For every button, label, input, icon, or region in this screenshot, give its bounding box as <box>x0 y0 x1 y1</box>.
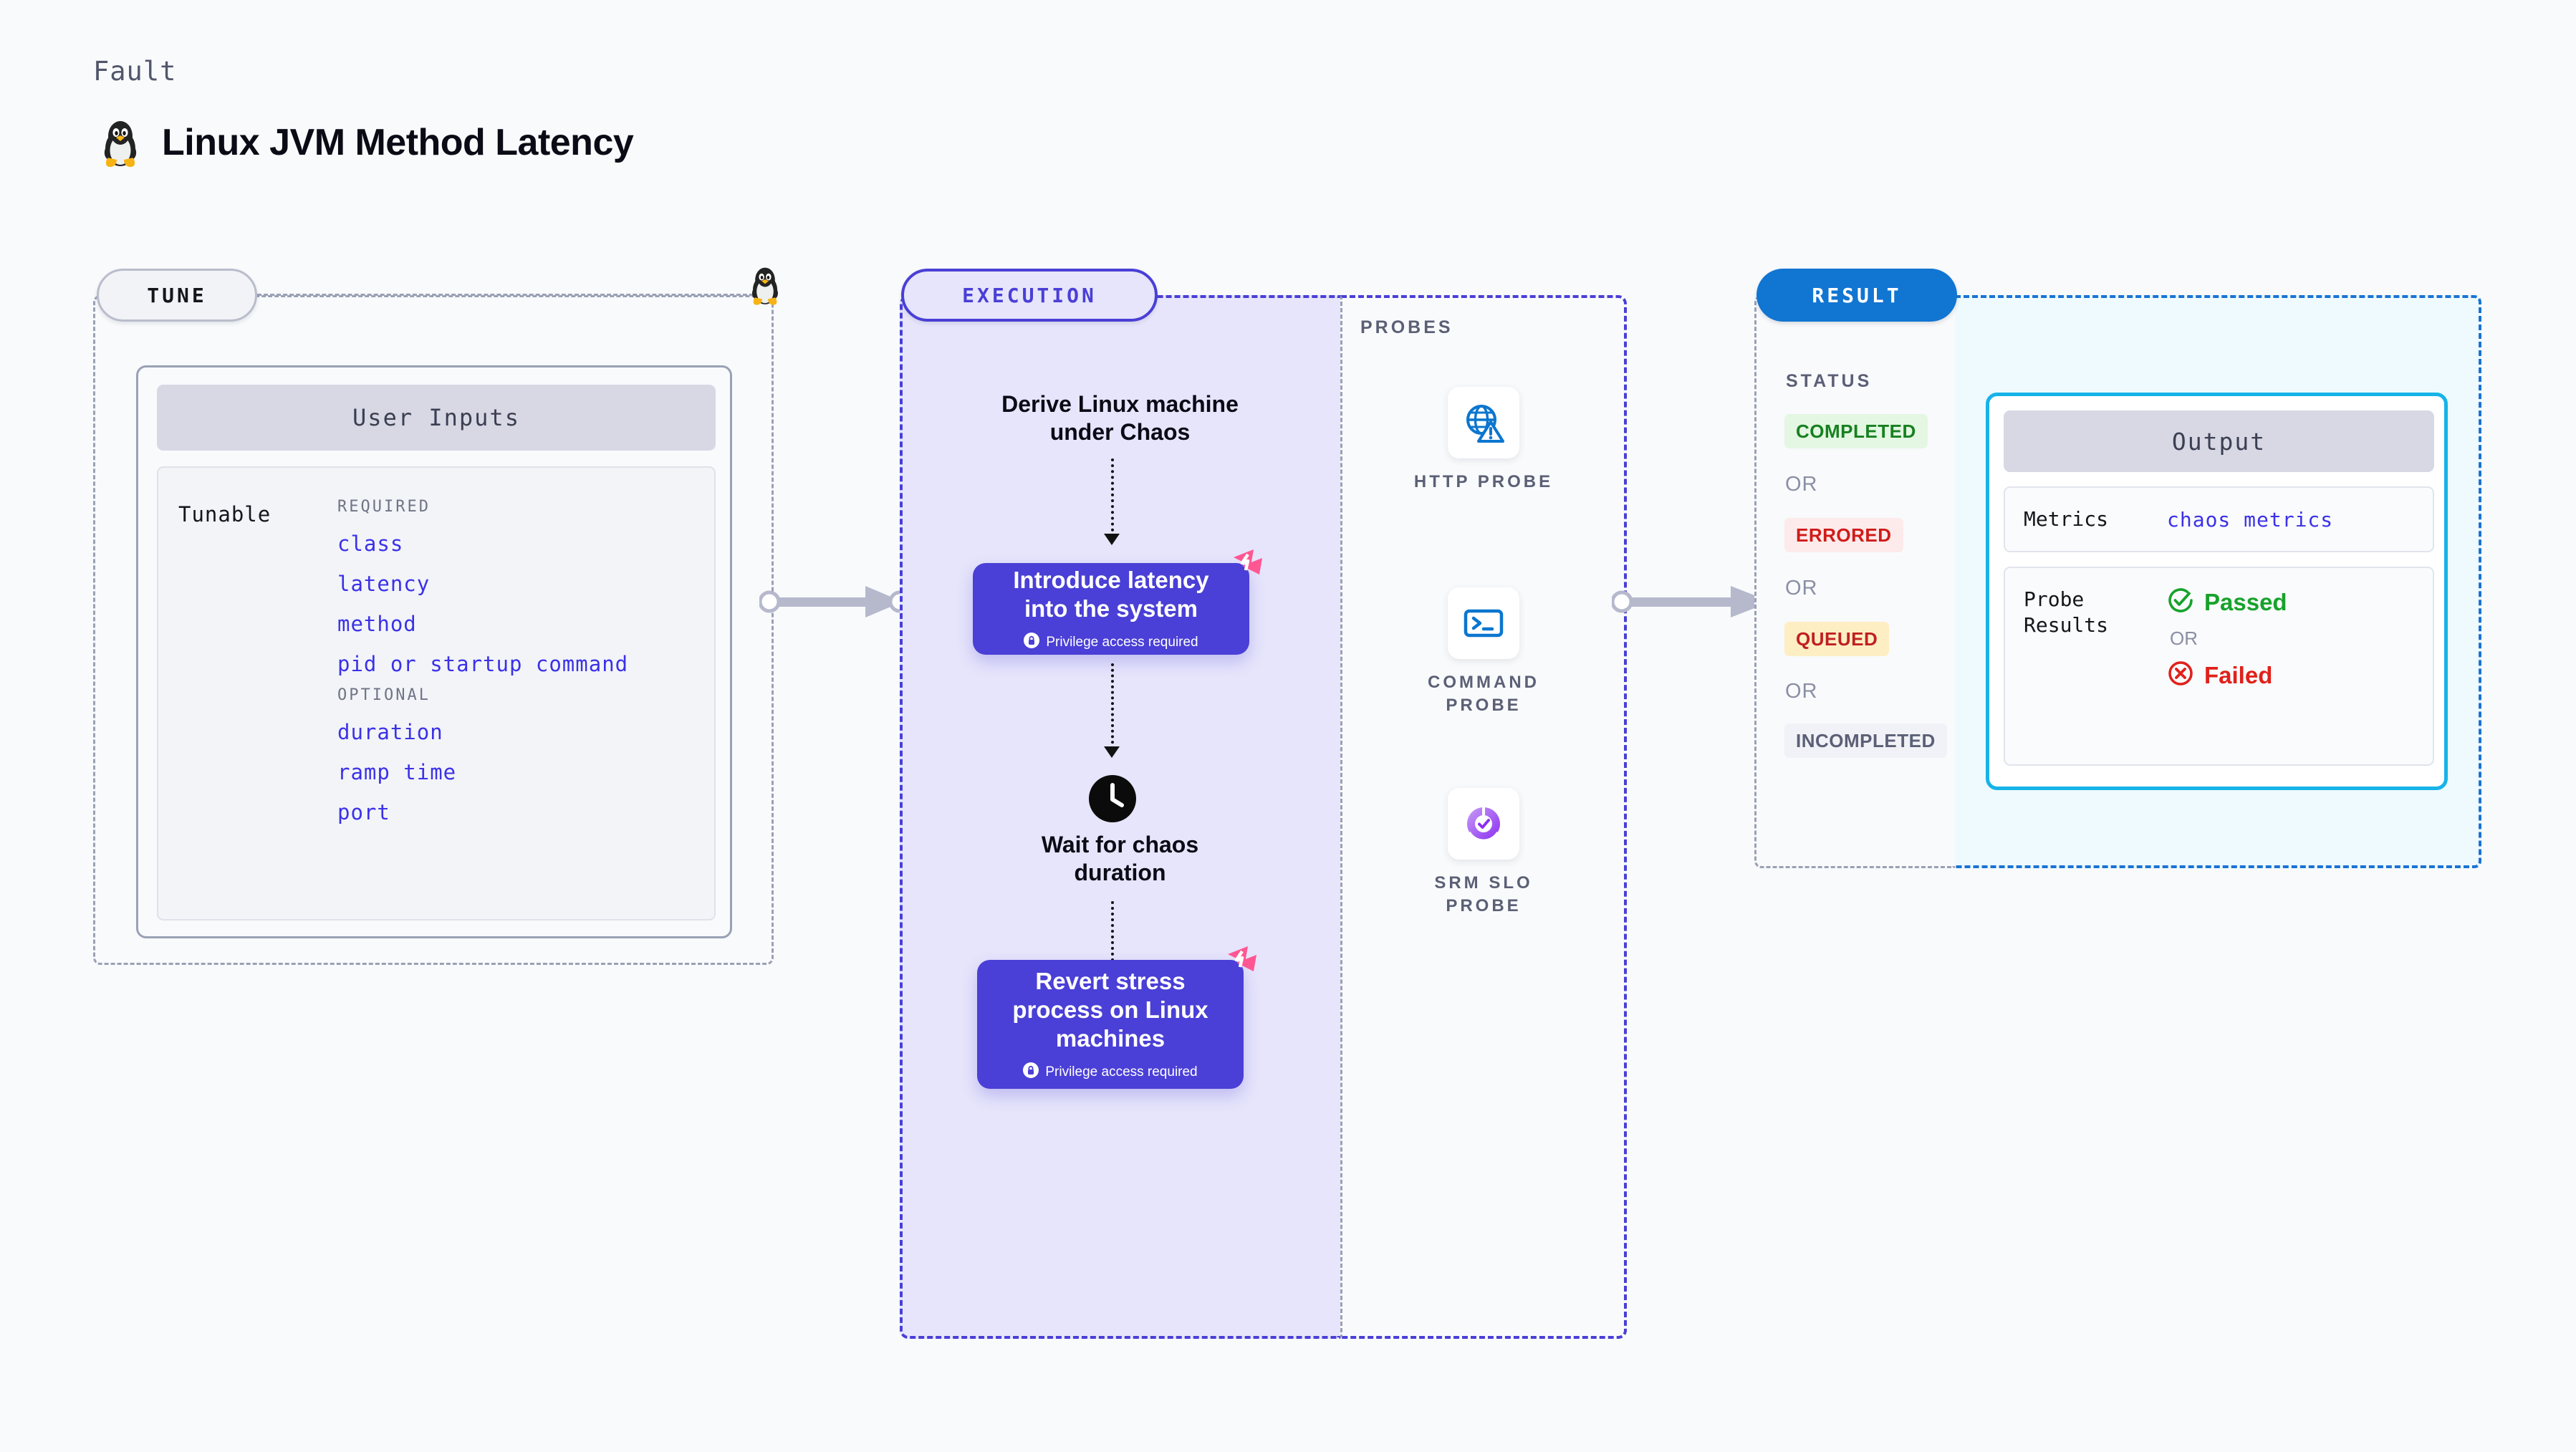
param-latency[interactable]: latency <box>337 572 431 596</box>
execution-step-wait-label: Wait for chaos duration <box>1041 832 1199 886</box>
flow-dash-3 <box>1111 901 1114 973</box>
x-circle-icon <box>2167 660 2194 691</box>
result-status-section <box>1754 295 1955 868</box>
execution-step-revert-stress[interactable]: Revert stress process on Linux machines … <box>977 946 1256 1089</box>
privilege-note-2: Privilege access required <box>1023 1062 1198 1082</box>
param-ramp-time[interactable]: ramp time <box>337 760 457 784</box>
user-inputs-card: User Inputs Tunable REQUIRED class laten… <box>136 365 732 938</box>
flow-dash-2 <box>1111 663 1114 749</box>
probe-command[interactable]: COMMAND PROBE <box>1398 587 1570 718</box>
output-card-title: Output <box>2004 410 2434 472</box>
output-probe-results-key: Probe Results <box>2024 587 2109 638</box>
flow-arrow-1 <box>1104 534 1120 545</box>
page-title-row: Linux JVM Method Latency <box>97 117 634 168</box>
terminal-icon <box>1448 587 1519 659</box>
execution-step-introduce-latency[interactable]: Introduce latency into the system Privil… <box>973 549 1262 655</box>
flow-arrow-2 <box>1104 746 1120 758</box>
output-metrics-value[interactable]: chaos metrics <box>2167 507 2334 532</box>
probe-srm-slo[interactable]: SRM SLO PROBE <box>1398 788 1570 918</box>
param-port[interactable]: port <box>337 800 390 824</box>
output-probe-results-row: Probe Results Passed OR <box>2004 567 2434 766</box>
output-metrics-key: Metrics <box>2024 506 2109 531</box>
probe-result-failed: Failed <box>2167 660 2287 691</box>
tunable-param-list: REQUIRED class latency method pid or sta… <box>337 488 628 824</box>
status-badge-errored: ERRORED <box>1784 518 1903 552</box>
probe-http-label: HTTP PROBE <box>1413 472 1554 491</box>
check-circle-icon <box>2167 587 2194 617</box>
privilege-note-1-label: Privilege access required <box>1046 634 1198 650</box>
harness-logo-icon <box>1226 547 1267 588</box>
status-badge-incompleted: INCOMPLETED <box>1784 723 1947 758</box>
user-inputs-title: User Inputs <box>157 385 716 451</box>
tune-pill[interactable]: TUNE <box>97 269 257 322</box>
output-metrics-row: Metrics chaos metrics <box>2004 486 2434 552</box>
tune-section <box>93 295 774 965</box>
probe-results-values: Passed OR Failed <box>2167 587 2287 764</box>
status-or-1: OR <box>1785 473 1818 496</box>
param-duration[interactable]: duration <box>337 720 443 744</box>
param-class[interactable]: class <box>337 532 404 556</box>
flow-dash-1 <box>1111 458 1114 537</box>
param-pid-or-startup-command[interactable]: pid or startup command <box>337 652 629 676</box>
execution-pill[interactable]: EXECUTION <box>901 269 1158 322</box>
probe-result-passed-label: Passed <box>2204 588 2287 615</box>
status-badge-queued: QUEUED <box>1784 622 1890 656</box>
probe-srm-slo-label: SRM SLO PROBE <box>1434 873 1533 916</box>
execution-step-revert-stress-label: Revert stress process on Linux machines <box>1012 967 1208 1052</box>
tune-connector-dash <box>257 294 760 296</box>
probe-http[interactable]: HTTP PROBE <box>1398 387 1570 494</box>
probe-result-or: OR <box>2170 628 2198 649</box>
page-title: Linux JVM Method Latency <box>162 122 634 163</box>
status-or-2: OR <box>1785 577 1818 600</box>
output-card: Output Metrics chaos metrics Probe Resul… <box>1986 393 2448 790</box>
tunable-label: Tunable <box>178 502 271 527</box>
lock-icon <box>1023 1062 1039 1082</box>
param-method[interactable]: method <box>337 612 417 636</box>
clock-icon <box>1089 775 1136 822</box>
tune-linux-penguin-icon <box>746 264 784 307</box>
lock-icon <box>1024 633 1040 652</box>
privilege-note-2-label: Privilege access required <box>1045 1064 1198 1080</box>
harness-logo-icon <box>1221 944 1261 985</box>
group-label-optional: OPTIONAL <box>337 686 431 704</box>
probe-result-passed: Passed <box>2167 587 2287 617</box>
result-pill[interactable]: RESULT <box>1756 269 1957 322</box>
status-badge-completed: COMPLETED <box>1784 414 1928 448</box>
execution-step-derive-label: Derive Linux machine under Chaos <box>1001 391 1239 446</box>
srm-slo-icon <box>1448 788 1519 860</box>
group-label-required: REQUIRED <box>337 498 431 516</box>
probe-command-label: COMMAND PROBE <box>1428 673 1539 716</box>
privilege-note-1: Privilege access required <box>1024 633 1198 652</box>
tunable-body: Tunable REQUIRED class latency method pi… <box>157 466 716 920</box>
linux-penguin-icon <box>97 117 143 168</box>
probe-result-failed-label: Failed <box>2204 661 2273 688</box>
status-section-label: STATUS <box>1786 371 1873 391</box>
page-kicker: Fault <box>93 56 177 87</box>
connector-tune-to-execution <box>759 580 910 623</box>
globe-warning-icon <box>1448 387 1519 458</box>
probes-section-label: PROBES <box>1360 317 1453 337</box>
status-or-3: OR <box>1785 680 1818 703</box>
execution-step-introduce-latency-label: Introduce latency into the system <box>1013 566 1209 622</box>
